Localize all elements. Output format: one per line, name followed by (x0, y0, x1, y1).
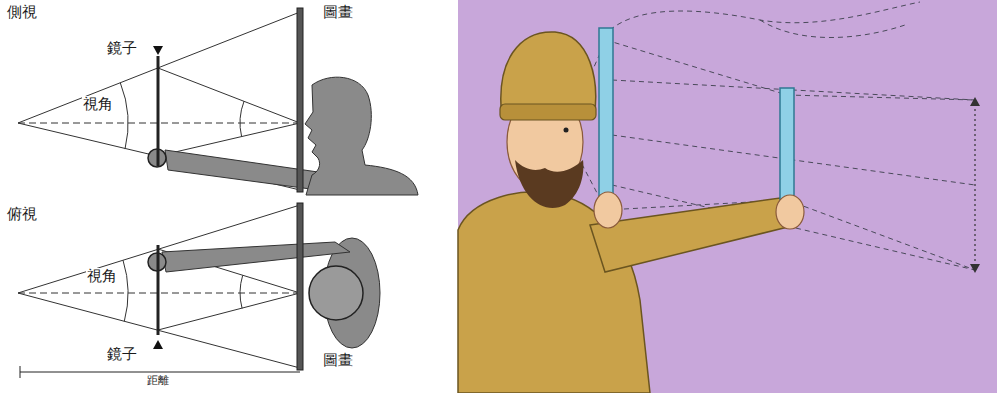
view-label: 鏡子 (106, 40, 138, 57)
picture-board (297, 8, 303, 192)
hat-band (500, 104, 596, 120)
view-label: 距離 (146, 375, 170, 388)
projection-line (787, 95, 975, 100)
angle-arc (120, 83, 128, 149)
view-label: 視角 (82, 96, 114, 113)
projection-line (610, 2, 920, 30)
view-label: 俯視 (6, 206, 38, 223)
angle-arc (123, 260, 128, 321)
view-label: 側視 (6, 4, 38, 21)
projection-line (606, 40, 787, 95)
mirror (157, 245, 160, 335)
sight-line (158, 123, 300, 156)
arm-silhouette (162, 242, 350, 272)
arm-silhouette (165, 150, 318, 190)
mirror (780, 88, 794, 210)
picture-board (297, 203, 303, 370)
scale-line (20, 372, 300, 373)
head-top (309, 266, 363, 320)
view-label: 視角 (86, 268, 118, 285)
projection-line (787, 200, 975, 270)
head-profile (305, 77, 418, 195)
scale-tick (20, 366, 21, 378)
background-panel (458, 0, 997, 393)
mirror (157, 56, 160, 166)
view-label: 圖畫 (322, 352, 354, 369)
top-view (18, 205, 300, 368)
height-arrow (974, 104, 975, 266)
mirror (599, 28, 613, 218)
left-hand (594, 192, 622, 228)
arrowheads (970, 97, 980, 273)
mirror-marker (153, 340, 163, 349)
angle-arc (240, 275, 243, 308)
eye (564, 128, 569, 133)
right-hand (776, 195, 804, 229)
view-label: 圖畫 (322, 4, 354, 21)
projection-line (760, 20, 905, 38)
beard (515, 160, 583, 208)
angle-arc (240, 101, 244, 137)
sight-line (158, 68, 300, 123)
sight-line (158, 293, 300, 330)
mirror-marker (153, 46, 163, 55)
view-label: 鏡子 (106, 346, 138, 363)
